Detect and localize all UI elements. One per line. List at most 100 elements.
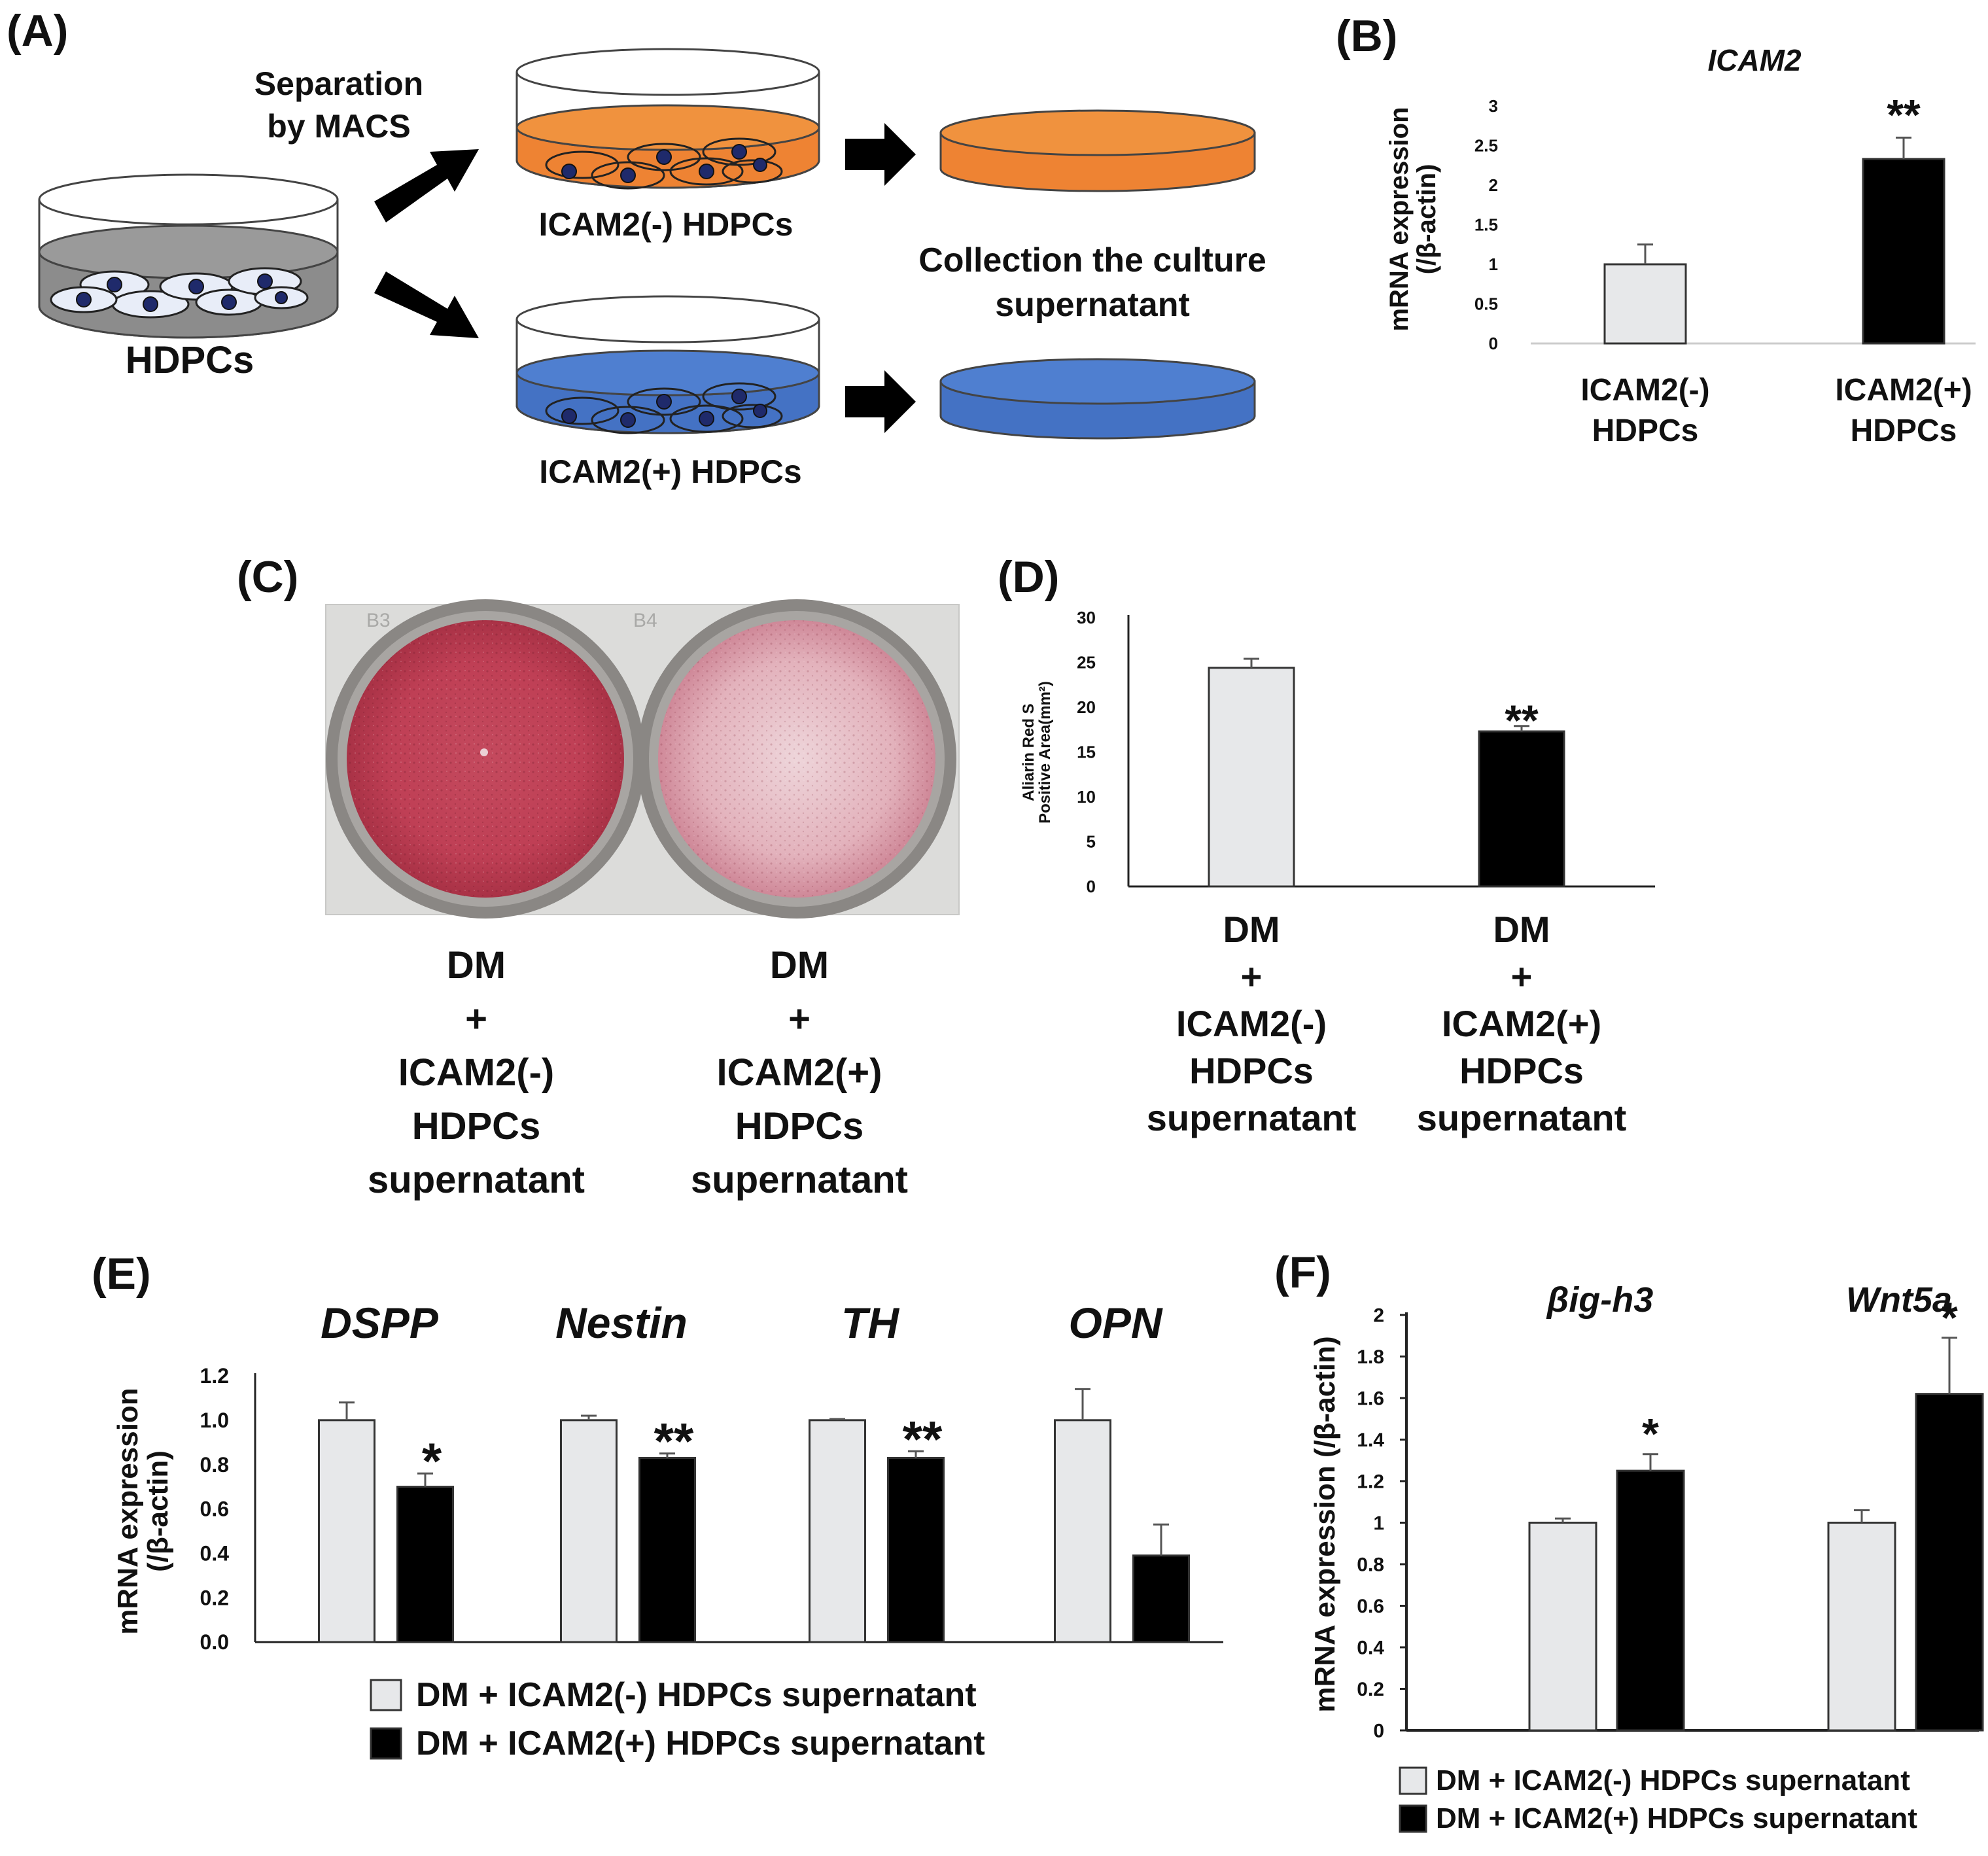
y-tick-label-b-2: 1 bbox=[1489, 254, 1498, 274]
y-tick-label-f-6: 1.2 bbox=[1357, 1471, 1384, 1493]
category-label-f-1: Wnt5a bbox=[1846, 1280, 1952, 1320]
panel-c-letter: (C) bbox=[237, 552, 298, 602]
chart-title-b: ICAM2 bbox=[1707, 43, 1802, 77]
bar-f-s1-0 bbox=[1616, 1469, 1685, 1732]
y-tick-label-b-0: 0 bbox=[1489, 334, 1498, 353]
panel-a-letter: (A) bbox=[7, 6, 68, 56]
category-label-e-2: TH bbox=[841, 1299, 899, 1347]
category-label-d-1-3: HDPCs bbox=[1459, 1050, 1584, 1091]
collection-label-line1: Collection the culture bbox=[918, 241, 1266, 279]
arrow-to-blue-supernatant bbox=[845, 370, 916, 433]
significance-b-1: ** bbox=[1887, 90, 1921, 139]
y-label-line1-b: mRNA expression bbox=[1385, 107, 1414, 331]
y-tick-label-d-3: 15 bbox=[1077, 743, 1096, 762]
category-label-d-1-4: supernatant bbox=[1417, 1097, 1627, 1138]
panel-letter-d: (D) bbox=[998, 552, 1059, 602]
panel-letter-f: (F) bbox=[1274, 1248, 1331, 1297]
category-label-f-0: βig-h3 bbox=[1546, 1280, 1654, 1320]
panel-letter-b: (B) bbox=[1336, 11, 1397, 61]
caption-c-left-line-2: ICAM2(-) bbox=[398, 1051, 554, 1094]
caption-c-right-line-4: supernatant bbox=[691, 1159, 908, 1201]
category-label-b-1-0: ICAM2(+) bbox=[1835, 373, 1972, 408]
bar-e-s1-2 bbox=[887, 1456, 945, 1643]
bar-f-s0-1 bbox=[1827, 1522, 1896, 1732]
significance-d-1: ** bbox=[1505, 696, 1539, 744]
y-tick-label-f-9: 1.8 bbox=[1357, 1346, 1384, 1368]
y-tick-label-f-1: 0.2 bbox=[1357, 1679, 1384, 1700]
legend-label-f-0: DM + ICAM2(-) HDPCs supernatant bbox=[1436, 1764, 1910, 1796]
y-tick-label-f-5: 1 bbox=[1373, 1513, 1384, 1534]
positive-dish bbox=[515, 295, 820, 434]
y-tick-label-d-1: 5 bbox=[1087, 832, 1096, 852]
y-label-line2-e: (/β-actin) bbox=[142, 1450, 174, 1572]
significance-e-1: ** bbox=[654, 1412, 694, 1470]
bar-e-s0-2 bbox=[809, 1419, 866, 1643]
caption-c-left-line-4: supernatant bbox=[368, 1159, 585, 1201]
y-axis-title-f: mRNA expression (/β-actin) bbox=[1309, 1336, 1341, 1712]
y-tick-label-e-1: 0.2 bbox=[200, 1586, 229, 1609]
y-tick-label-d-6: 30 bbox=[1077, 608, 1096, 627]
bar-e-s1-1 bbox=[638, 1456, 696, 1643]
category-label-d-1-0: DM bbox=[1493, 909, 1550, 950]
y-label-line2-b: (/β-actin) bbox=[1412, 164, 1441, 275]
bar-e-s1-3 bbox=[1132, 1554, 1190, 1643]
negative-dish-label: ICAM2(-) HDPCs bbox=[539, 206, 793, 243]
legend-swatch-f-0 bbox=[1399, 1766, 1427, 1795]
caption-c-right-line-3: HDPCs bbox=[735, 1105, 864, 1147]
panel-a: (A) Separation by MACS HDPCs bbox=[7, 6, 1266, 490]
category-label-b-0-1: HDPCs bbox=[1592, 413, 1699, 448]
y-tick-label-b-1: 0.5 bbox=[1474, 294, 1498, 314]
category-label-e-3: OPN bbox=[1068, 1299, 1162, 1347]
category-label-b-1-1: HDPCs bbox=[1851, 413, 1957, 448]
separation-label-line2: by MACS bbox=[267, 108, 410, 145]
panel-letter-e: (E) bbox=[92, 1249, 151, 1299]
separation-label-line1: Separation bbox=[254, 65, 423, 102]
y-tick-label-f-7: 1.4 bbox=[1357, 1429, 1384, 1451]
significance-e-2: ** bbox=[903, 1410, 943, 1467]
arrow-to-orange-supernatant bbox=[845, 123, 916, 186]
y-tick-label-e-4: 0.8 bbox=[200, 1453, 229, 1477]
blue-supernatant bbox=[939, 358, 1256, 440]
significance-f-1: * bbox=[1941, 1293, 1958, 1342]
y-tick-label-e-6: 1.2 bbox=[200, 1364, 229, 1388]
category-label-e-0: DSPP bbox=[321, 1299, 439, 1347]
y-tick-label-e-3: 0.6 bbox=[200, 1497, 229, 1521]
caption-c-left-line-1: + bbox=[465, 998, 487, 1040]
bar-d-0 bbox=[1208, 667, 1295, 888]
category-label-d-1-2: ICAM2(+) bbox=[1442, 1003, 1601, 1044]
category-label-d-0-2: ICAM2(-) bbox=[1176, 1003, 1327, 1044]
y-tick-label-b-3: 1.5 bbox=[1474, 215, 1498, 235]
significance-e-0: * bbox=[422, 1432, 442, 1490]
positive-dish-label: ICAM2(+) HDPCs bbox=[539, 453, 801, 490]
legend-swatch-e-0 bbox=[370, 1679, 402, 1711]
y-label-line1-d: Aliarin Red S bbox=[1020, 703, 1038, 801]
caption-c-right-line-0: DM bbox=[770, 944, 829, 987]
y-tick-label-d-5: 25 bbox=[1077, 653, 1096, 673]
category-label-e-1: Nestin bbox=[555, 1299, 688, 1347]
source-dish bbox=[38, 173, 339, 339]
well-tag-left: B3 bbox=[366, 610, 391, 631]
legend-label-e-1: DM + ICAM2(+) HDPCs supernatant bbox=[416, 1725, 985, 1762]
bar-f-s0-0 bbox=[1528, 1522, 1597, 1732]
arrow-to-negative-dish bbox=[374, 149, 479, 222]
y-axis-title-e: mRNA expression(/β-actin) bbox=[112, 1388, 174, 1634]
bar-b-1 bbox=[1862, 158, 1945, 345]
category-label-b-0-0: ICAM2(-) bbox=[1580, 373, 1709, 408]
y-tick-label-e-2: 0.4 bbox=[200, 1542, 230, 1566]
y-tick-label-d-2: 10 bbox=[1077, 787, 1096, 807]
category-label-d-0-4: supernatant bbox=[1147, 1097, 1357, 1138]
bar-e-s1-0 bbox=[396, 1486, 454, 1643]
caption-c-left-line-3: HDPCs bbox=[412, 1105, 541, 1147]
arrow-to-positive-dish bbox=[374, 271, 479, 338]
alizarin-well-photo: B3 B4 bbox=[325, 599, 960, 919]
bar-e-s0-1 bbox=[560, 1419, 618, 1643]
